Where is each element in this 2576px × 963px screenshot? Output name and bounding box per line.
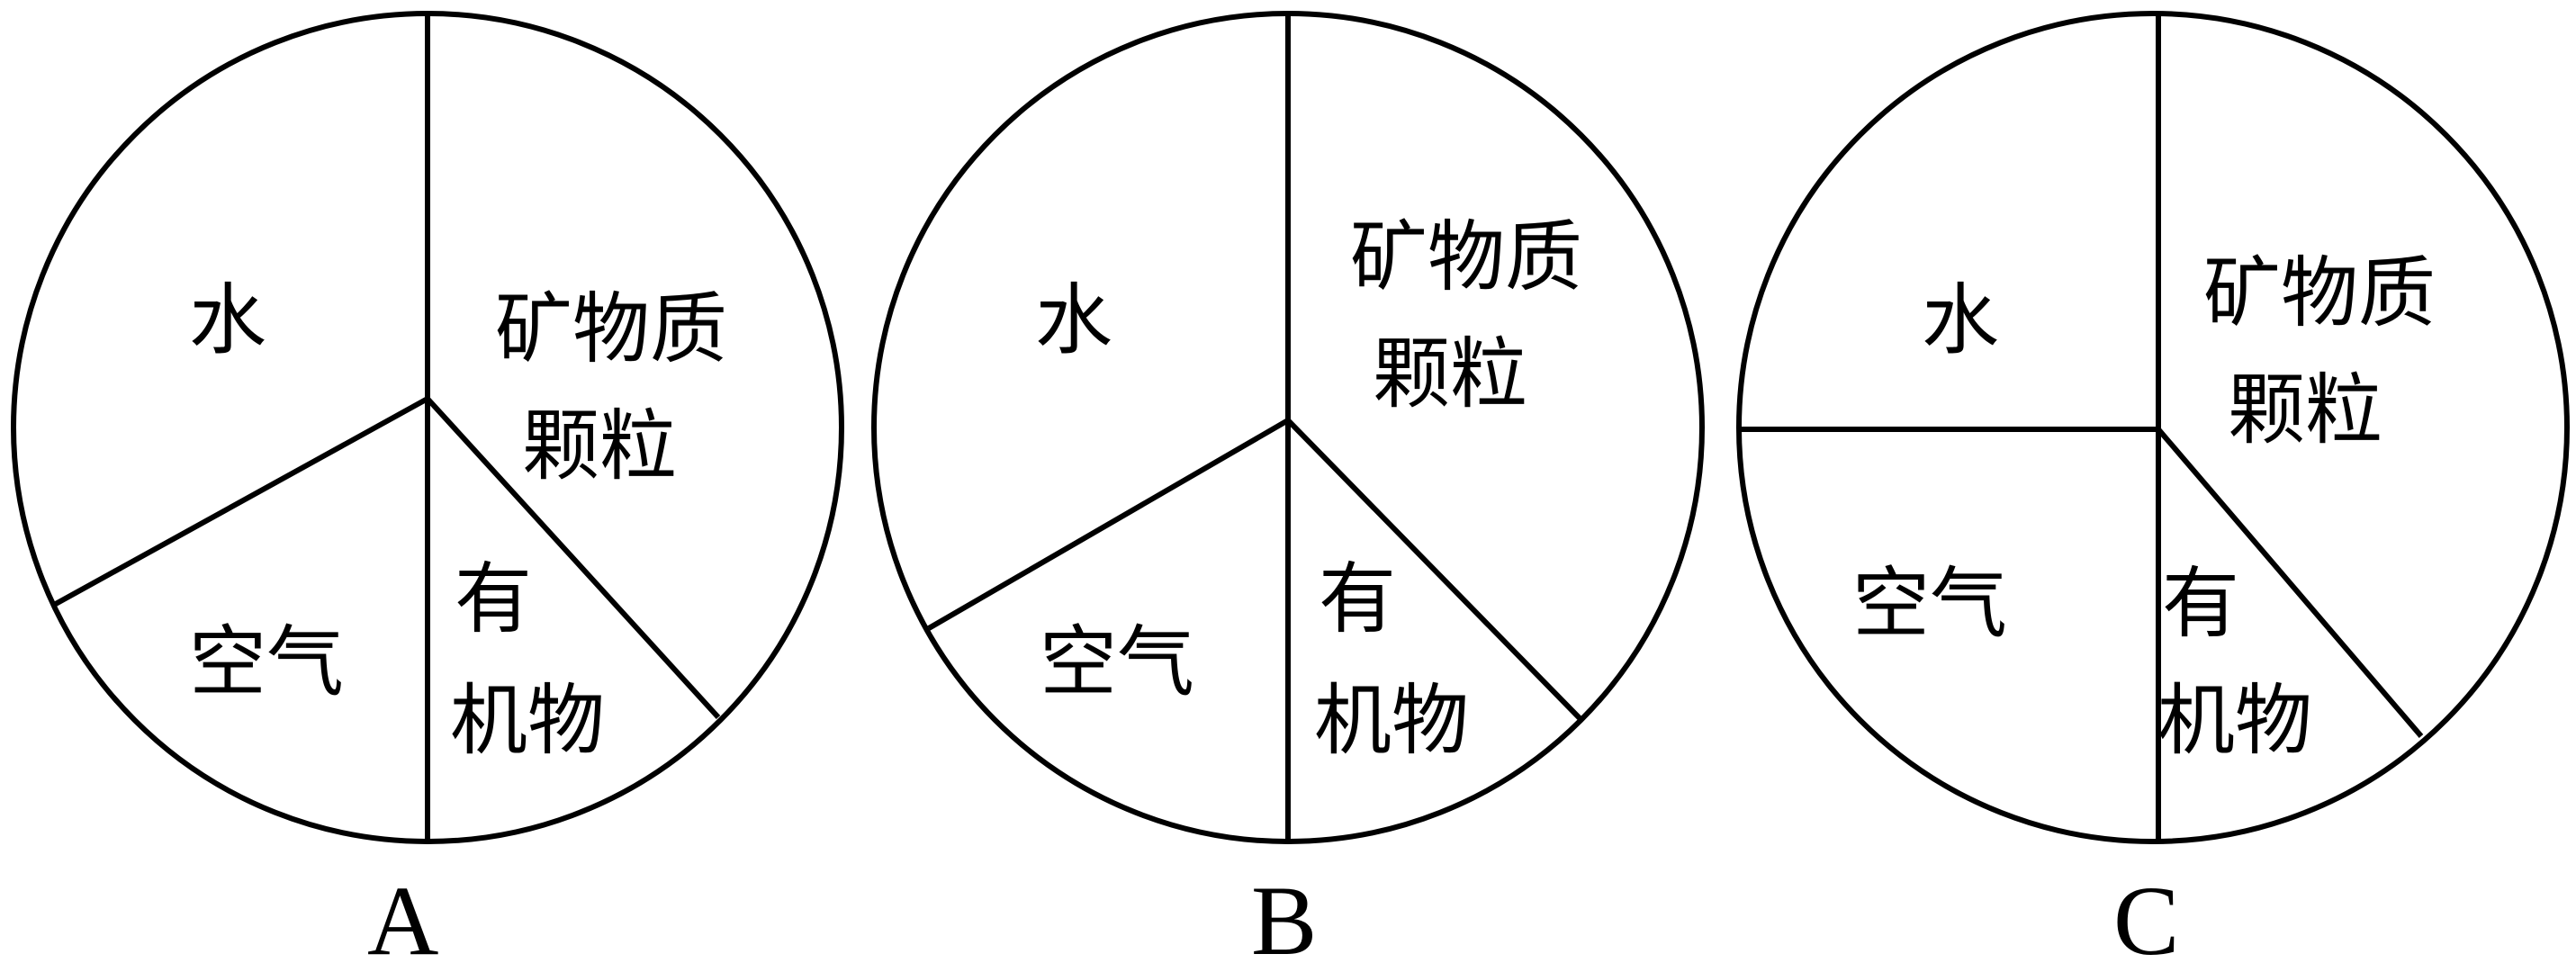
diagram-b-air-divider	[927, 418, 1290, 631]
diagram-b-organic-divider	[1285, 418, 1582, 721]
diagram-a-air-label: 空气	[189, 617, 344, 707]
diagram-c-caption: C	[2113, 866, 2179, 963]
diagram-c-air-label: 空气	[1852, 559, 2007, 649]
diagram-c-mineral-label-line1: 矿物质	[2203, 248, 2436, 338]
diagram-a-organic-label-line2: 机物	[450, 676, 605, 766]
diagram-c-organic-divider	[2156, 428, 2424, 738]
diagram-a-water-label: 水	[189, 275, 266, 365]
diagram-a-caption: A	[367, 866, 438, 963]
diagram-a-mineral-label-line2: 颗粒	[522, 401, 677, 491]
diagram-c-organic-label-line2: 机物	[2157, 676, 2312, 766]
diagram-a-organic-divider	[425, 396, 721, 720]
diagram-b-water-label: 水	[1035, 275, 1112, 365]
diagram-c-water-label: 水	[1922, 275, 1999, 365]
diagram-a-mineral-label-line1: 矿物质	[495, 284, 727, 374]
diagram-a-air-divider	[52, 396, 429, 608]
diagram-c: 水 矿物质 颗粒 空气 有 机物 C	[1736, 11, 2570, 963]
diagram-b-air-label: 空气	[1040, 617, 1194, 707]
diagram-b-caption: B	[1251, 866, 1317, 963]
diagram-b-mineral-label-line1: 矿物质	[1350, 212, 1582, 302]
diagram-b: 水 矿物质 颗粒 空气 有 机物 B	[871, 11, 1705, 963]
diagram-b-organic-label-line1: 有	[1319, 554, 1396, 644]
diagram-c-mineral-label-line2: 颗粒	[2228, 365, 2382, 455]
diagram-a-organic-label-line1: 有	[455, 554, 532, 644]
diagram-b-mineral-label-line2: 颗粒	[1373, 329, 1527, 419]
diagram-b-organic-label-line2: 机物	[1314, 676, 1469, 766]
diagram-a: 水 矿物质 颗粒 空气 有 机物 A	[11, 11, 844, 963]
diagram-c-organic-label-line1: 有	[2162, 559, 2239, 649]
